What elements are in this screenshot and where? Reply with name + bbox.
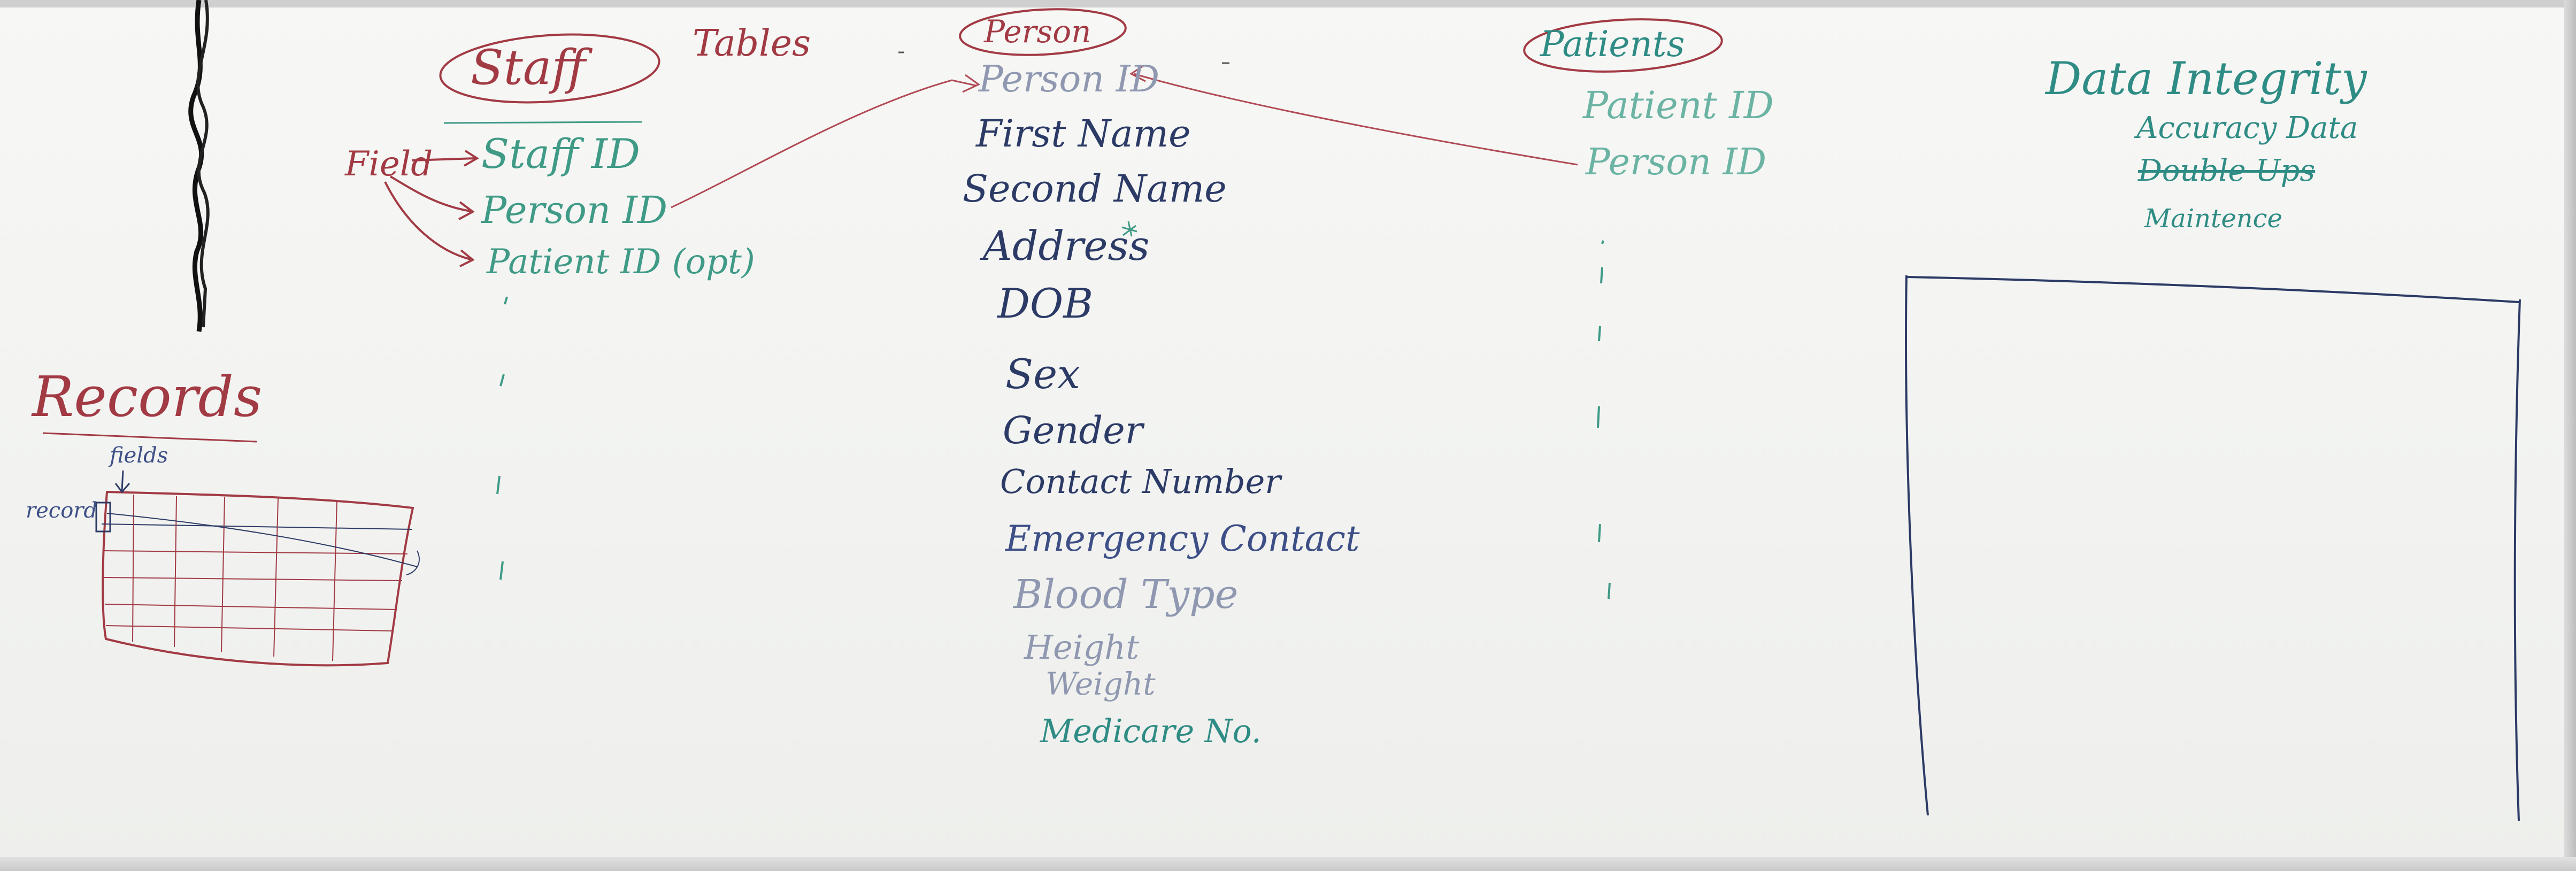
staff-field-patient-id: Patient ID (opt) bbox=[487, 242, 755, 282]
patients-circle bbox=[1523, 18, 1723, 73]
patients-tick-4 bbox=[1597, 406, 1600, 428]
patients-tick-3 bbox=[1598, 326, 1601, 342]
patients-tick-5 bbox=[1598, 523, 1601, 543]
person-field-height: Height bbox=[1024, 628, 1140, 667]
staff-tick-2 bbox=[499, 374, 505, 387]
person-field-first-name: First Name bbox=[976, 112, 1191, 156]
person-circle bbox=[959, 8, 1127, 56]
person-field-address: Address bbox=[983, 222, 1150, 269]
tables-label: Tables bbox=[693, 22, 811, 65]
integrity-item-double-ups: Double Ups bbox=[2138, 153, 2316, 188]
records-fields-label: fields bbox=[110, 443, 168, 468]
person-field-sex: Sex bbox=[1005, 350, 1080, 398]
field-label: Field bbox=[345, 144, 433, 184]
fields-down-arrow bbox=[114, 470, 130, 494]
person-field-blood-type: Blood Type bbox=[1013, 572, 1239, 618]
whiteboard-marker-tray bbox=[0, 857, 2576, 871]
person-field-emergency-contact: Emergency Contact bbox=[1005, 518, 1360, 559]
patients-field-person-id: Person ID bbox=[1586, 141, 1767, 183]
relation-patient-person bbox=[1129, 64, 1578, 166]
patients-tick-2 bbox=[1600, 267, 1603, 284]
staff-field-staff-id: Staff ID bbox=[481, 130, 640, 178]
staff-underline bbox=[443, 121, 642, 124]
hanging-cord-loop bbox=[196, 0, 210, 328]
staff-tick-3 bbox=[496, 475, 501, 495]
patients-tick-1 bbox=[1601, 240, 1604, 244]
person-field-dob: DOB bbox=[997, 280, 1094, 327]
person-field-person-id: Person ID bbox=[979, 58, 1160, 101]
records-underline bbox=[42, 432, 257, 443]
staff-circle bbox=[439, 33, 660, 104]
person-title: Person bbox=[984, 13, 1091, 50]
integrity-item-accuracy: Accuracy Data bbox=[2136, 111, 2358, 145]
person-field-contact-number: Contact Number bbox=[1000, 462, 1281, 501]
address-asterisk bbox=[1121, 221, 1137, 237]
records-table bbox=[95, 490, 420, 667]
integrity-box bbox=[1905, 275, 2521, 821]
records-record-label: record bbox=[26, 498, 98, 523]
field-arrow-person-id bbox=[389, 175, 475, 220]
person-field-gender: Gender bbox=[1003, 408, 1143, 452]
patients-tick-6 bbox=[1608, 582, 1611, 599]
staff-tick-4 bbox=[499, 561, 504, 580]
whiteboard-frame-right bbox=[2564, 0, 2576, 871]
person-field-medicare-no: Medicare No. bbox=[1040, 713, 1262, 750]
staff-field-person-id: Person ID bbox=[481, 188, 668, 232]
person-field-weight: Weight bbox=[1045, 666, 1156, 702]
field-arrow-patient-id bbox=[384, 181, 475, 267]
relation-staff-person bbox=[671, 74, 980, 209]
integrity-title: Data Integrity bbox=[2046, 52, 2367, 105]
patients-title: Patients bbox=[1540, 24, 1685, 65]
integrity-item-maintence: Maintence bbox=[2144, 204, 2282, 234]
person-field-second-name: Second Name bbox=[963, 167, 1227, 211]
field-arrow-staff-id bbox=[411, 150, 479, 167]
patients-field-patient-id: Patient ID bbox=[1583, 83, 1774, 127]
whiteboard-frame-top bbox=[0, 0, 2576, 7]
staff-tick-1 bbox=[504, 296, 508, 305]
staff-title: Staff bbox=[471, 40, 586, 96]
records-title: Records bbox=[32, 364, 263, 429]
